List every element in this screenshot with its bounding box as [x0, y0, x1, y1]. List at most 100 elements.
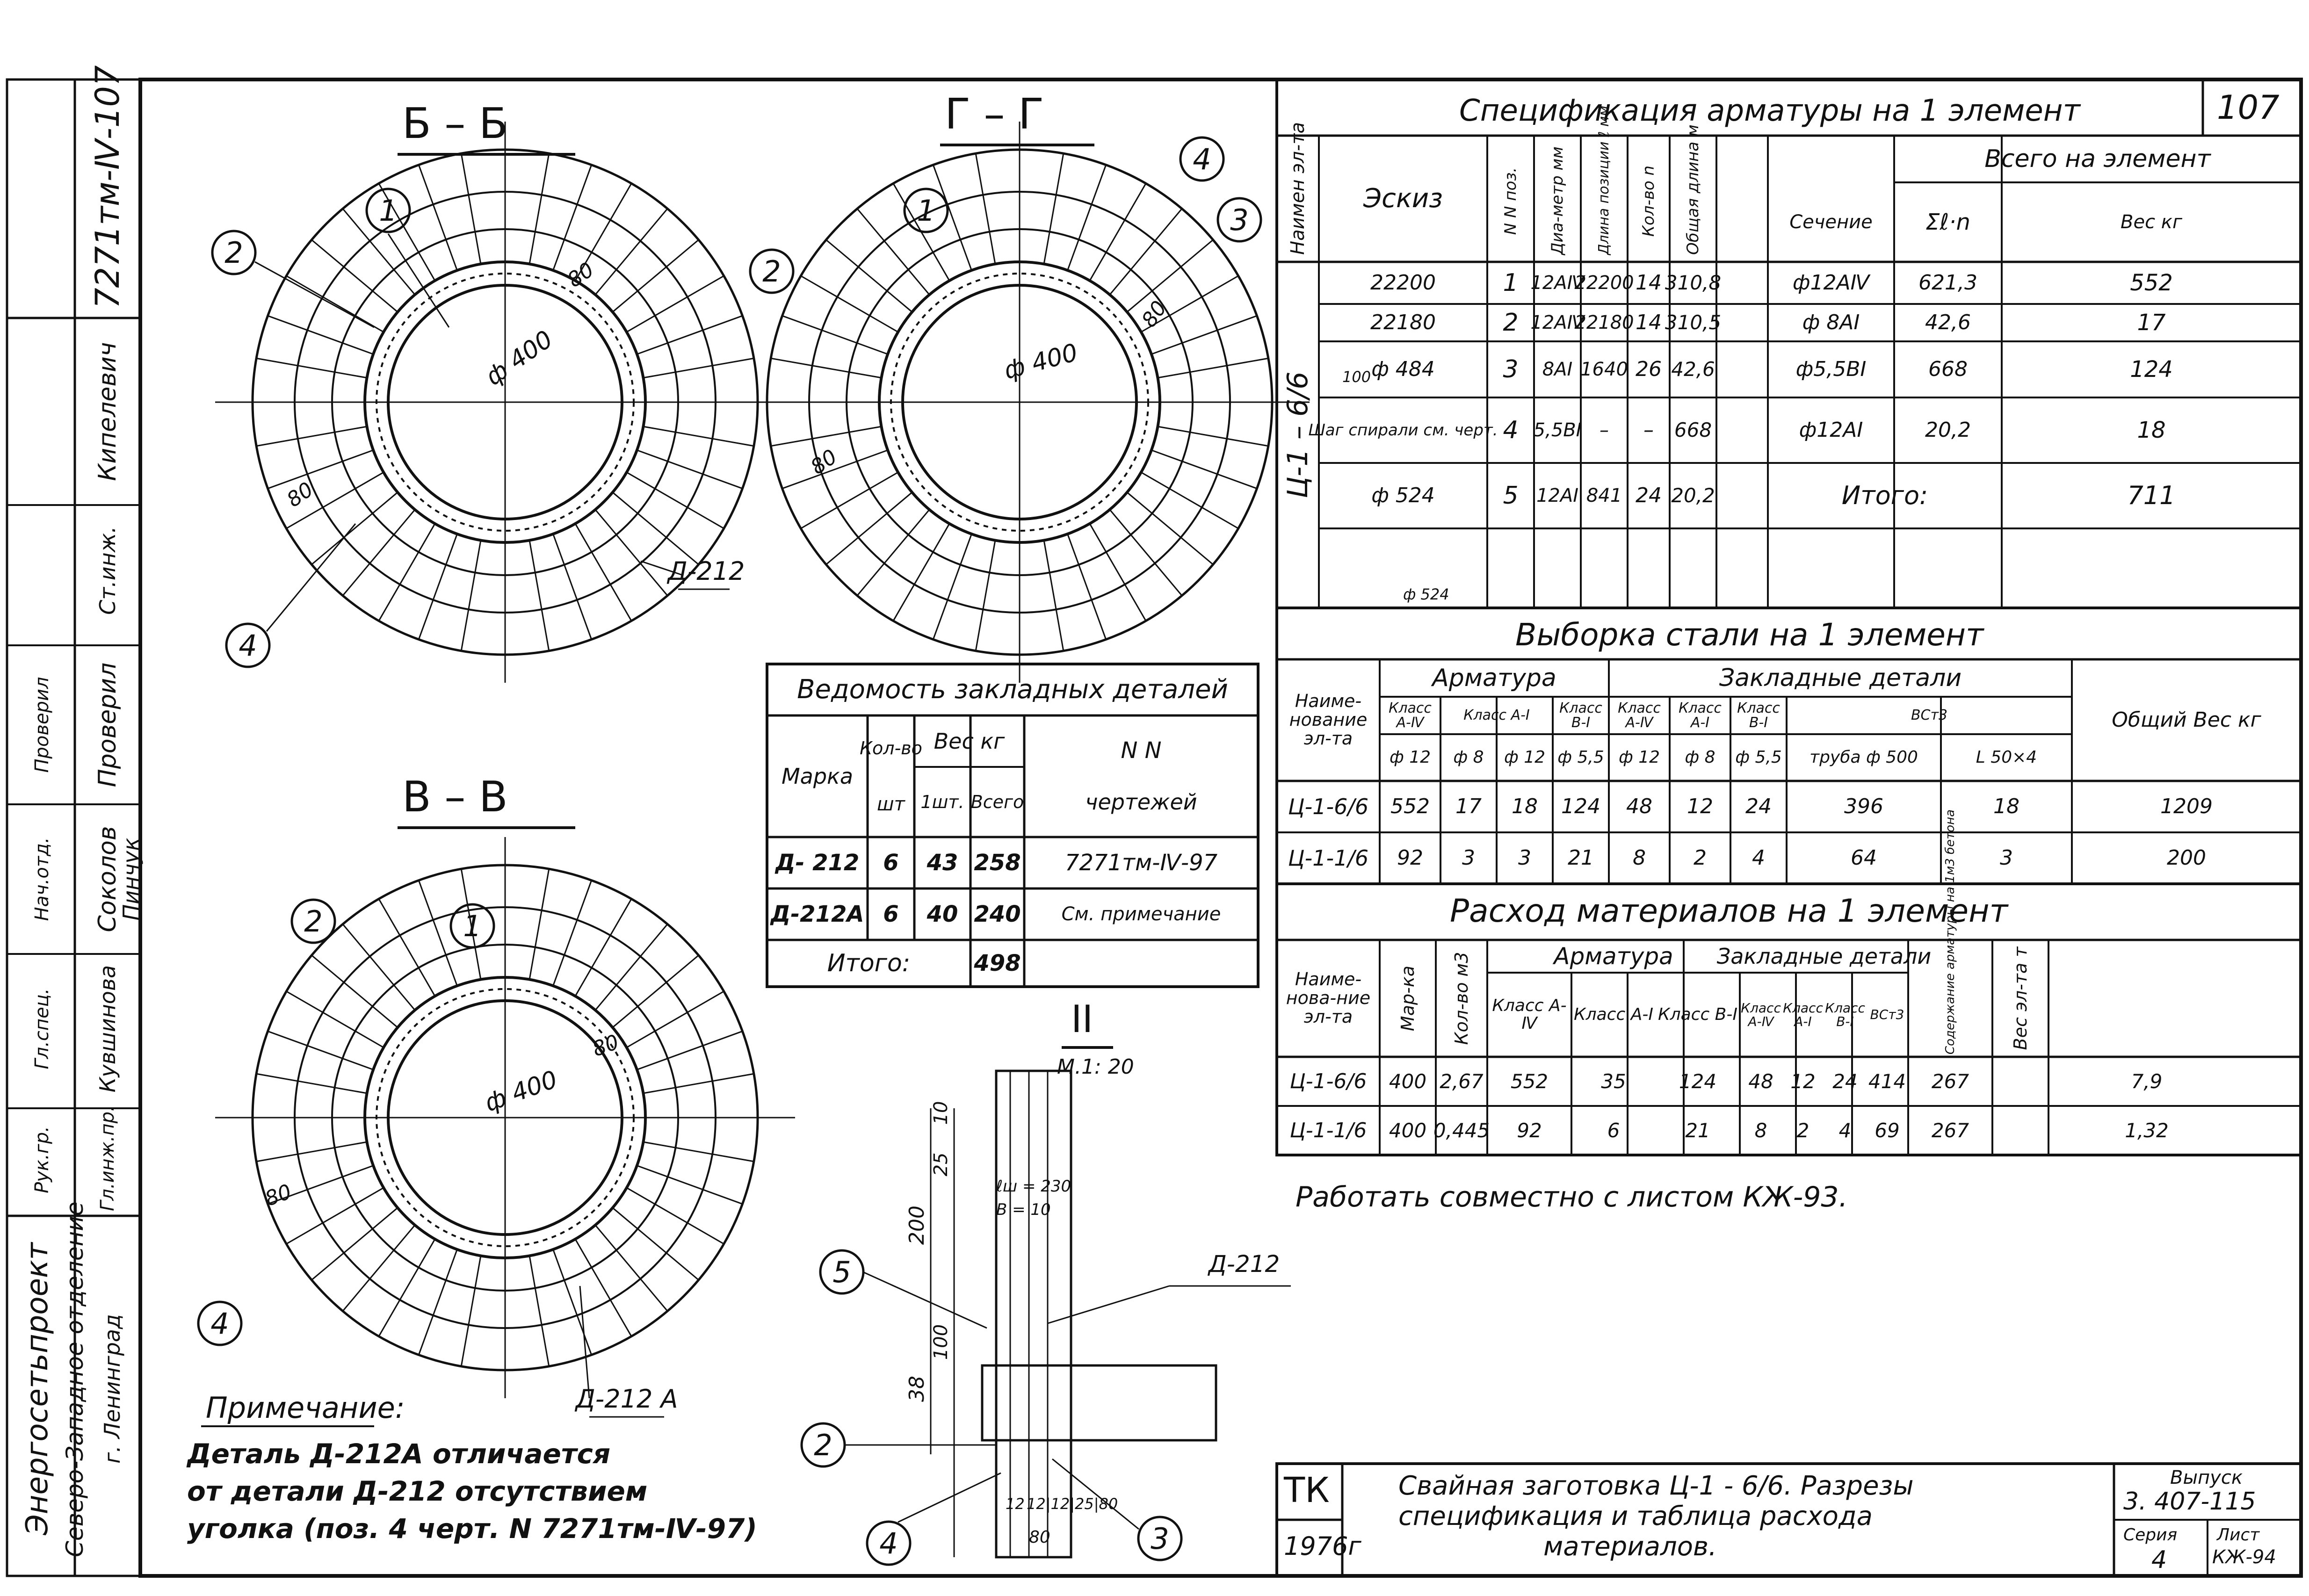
- section-bb-radial-line: [311, 491, 398, 565]
- dim-label: 38: [905, 1376, 929, 1402]
- spec-sub: Вес кг: [2121, 211, 2182, 233]
- mat-arm-class: Класс А-I: [1574, 1005, 1653, 1025]
- section-bb-radial-line: [256, 426, 367, 447]
- callout-3-circle: [1216, 197, 1262, 243]
- section-bb-radial-line: [378, 183, 436, 281]
- dim-label: 25: [930, 1153, 952, 1177]
- section-vv-radial-line: [311, 954, 398, 1028]
- title-line: материалов.: [1543, 1531, 1717, 1562]
- steel-row-value: 3: [1462, 846, 1475, 870]
- section-gg-radial-line: [975, 153, 996, 264]
- mat-emb-class: Класс А-I: [1783, 1000, 1823, 1029]
- summary-length: 621,3: [1918, 271, 1977, 295]
- spec-header: N N поз.: [1501, 167, 1520, 235]
- total-value: 498: [974, 950, 1021, 976]
- mat-emb-class: ВСт3: [1870, 1007, 1904, 1023]
- summary-section: ф 8АI: [1802, 311, 1860, 334]
- steel-size: ф 12: [1618, 748, 1660, 767]
- callout-2-circle: [749, 248, 795, 294]
- mat-emb-class: Класс А-Ⅳ: [1741, 1000, 1781, 1029]
- callout-4-circle: [225, 622, 271, 668]
- org-name: Энергосетьпроект: [20, 1242, 55, 1535]
- detail-pile-wall: [995, 1069, 1072, 1559]
- steel-row-value: 18: [1512, 794, 1538, 818]
- section-vv-radial-line: [552, 880, 593, 986]
- section-gg-radial-line: [1151, 449, 1257, 490]
- dim-label: 80: [563, 258, 598, 292]
- section-vv-radial-line: [552, 1249, 593, 1355]
- section-gg-radial-line: [1109, 208, 1183, 296]
- section-vv-radial-line: [460, 1256, 482, 1367]
- steel-row-name: Ц-1-1/6: [1288, 845, 1369, 871]
- dim-label: 80: [262, 1180, 295, 1211]
- callout-2-circle: [290, 898, 336, 944]
- section-gg-radial-line: [1089, 183, 1147, 281]
- section-bb-radial-line: [268, 315, 374, 355]
- section-title-bb: Б – Б: [402, 99, 508, 148]
- section-bb-radial-line: [612, 491, 699, 565]
- steel-size: ф 8: [1685, 748, 1715, 767]
- row-mark: Д-212А: [770, 901, 864, 927]
- spec-dia: 12АI: [1536, 485, 1579, 506]
- title-line: Свайная заготовка Ц-1 - 6/6. Разрезы: [1398, 1471, 1914, 1501]
- spec-header: Длина позиции ℓ мм: [1596, 105, 1612, 255]
- mat-row-value: 21: [1685, 1119, 1710, 1142]
- issue-value: 3. 407-115: [2123, 1488, 2256, 1516]
- section-vv-radial-line: [256, 1141, 367, 1163]
- spec-header: Наимен эл-та: [1287, 122, 1309, 255]
- section-gg-radial-line: [1158, 426, 1269, 447]
- section-vv-radial-line: [574, 898, 632, 997]
- mat-h-emb: Закладные детали: [1716, 944, 1932, 969]
- row-qty: 6: [883, 850, 899, 876]
- spec-n: 24: [1636, 484, 1662, 507]
- row-qty: 6: [883, 901, 899, 927]
- steel-h-name: Наиме-нование эл-та: [1289, 691, 1368, 749]
- steel-class: Класс А-I: [1463, 707, 1530, 724]
- steel-row-value: 24: [1745, 794, 1772, 818]
- row-drawing: См. примечание: [1061, 903, 1221, 925]
- dim-label: 12: [1006, 1495, 1025, 1513]
- section-bb-radial-line: [528, 540, 550, 651]
- sheet-value: КЖ-94: [2212, 1546, 2276, 1568]
- mat-row-value: 8: [1754, 1119, 1767, 1142]
- spec-pos: 3: [1503, 355, 1519, 383]
- steel-row-value: 124: [1561, 794, 1600, 818]
- callout-4-circle: [197, 1300, 243, 1346]
- spec-len: 1640: [1580, 359, 1628, 380]
- steel-row-value: 4: [1752, 846, 1765, 870]
- mat-row-value: 400: [1389, 1119, 1427, 1142]
- spec-total: 42,6: [1671, 358, 1715, 381]
- steel-size: ф 12: [1389, 748, 1431, 767]
- section-bb-radial-line: [626, 275, 724, 333]
- section-vv-radial-line: [286, 1187, 384, 1245]
- work-note: Работать совместно с листом КЖ-93.: [1296, 1181, 1848, 1213]
- mat-row-value: 92: [1517, 1119, 1542, 1142]
- spec-title: Спецификация арматуры на 1 элемент: [1459, 94, 2080, 128]
- spec-len: 22180: [1574, 312, 1634, 333]
- spec-dia: 12АⅣ: [1530, 312, 1585, 333]
- col-total: Всего: [970, 792, 1024, 812]
- callout-2: 2: [762, 254, 781, 289]
- steel-class: Класс В-I: [1737, 700, 1780, 731]
- diameter-label: ф 400: [1001, 339, 1080, 385]
- section-title-vv: В – В: [402, 773, 508, 822]
- mat-emb-class: Класс В-I: [1825, 1000, 1865, 1029]
- callout-1-circle: [903, 188, 949, 233]
- d212-label: Д-212: [1208, 1250, 1280, 1278]
- section-bb-radial-line: [460, 153, 482, 264]
- section-gg-radial-line: [825, 239, 913, 313]
- section-vv-radial-line: [378, 898, 436, 997]
- section-vv-radial-line: [528, 868, 550, 980]
- section-gg-radial-line: [1151, 315, 1257, 355]
- section-gg-radial-line: [800, 275, 898, 333]
- section-vv-radial-line: [643, 1073, 754, 1094]
- section-gg-radial-line: [932, 534, 972, 640]
- section-vv-radial-line: [612, 954, 699, 1028]
- callout-4: 4: [1193, 142, 1211, 176]
- dim-label: 80: [1029, 1528, 1050, 1547]
- mat-row-value: 267: [1931, 1069, 1969, 1093]
- mat-row-value: 7,9: [2131, 1069, 2163, 1093]
- d212-label: Д-212: [667, 556, 745, 586]
- section-vv-radial-line: [574, 1239, 632, 1337]
- strip-role: Проверил: [94, 662, 122, 787]
